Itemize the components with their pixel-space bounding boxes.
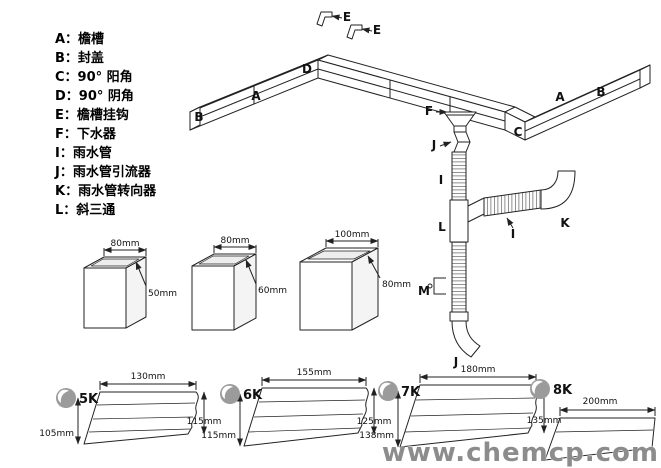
pipe-coupler: [449, 311, 469, 322]
part-label-e2: E: [373, 23, 381, 37]
legend-item-e: E：檐槽挂钩: [55, 108, 129, 123]
i-branch-leader-arrow: [506, 217, 514, 229]
downpipe-section-1: [451, 151, 467, 201]
part-label-a-left: A: [251, 89, 261, 103]
e1-leader-arrow: [331, 14, 343, 21]
branch-pipe: [483, 189, 542, 217]
brand-swoosh-icon: [56, 388, 76, 408]
dim-downspout2-width: 80mm: [221, 236, 250, 246]
part-label-j-top: J: [431, 138, 436, 152]
part-label-e1: E: [343, 10, 351, 24]
gutter-right-run: [317, 54, 516, 131]
gutter-far-right-run: [524, 64, 651, 141]
watermark: www.chemcp.com: [381, 438, 659, 468]
dim-6k-right: 125mm: [357, 417, 392, 427]
profile-name-8k: 8K: [553, 383, 573, 398]
part-label-i-branch: I: [511, 227, 515, 241]
dim-8k-top: 200mm: [583, 397, 618, 407]
legend-item-j: J：雨水管引流器: [55, 165, 151, 180]
part-label-i-pipe: I: [439, 173, 443, 187]
diverter-shoe-j: [451, 320, 481, 358]
profile-name-5k: 5K: [79, 392, 99, 407]
legend-item-f: F：下水器: [55, 127, 116, 142]
brand-swoosh-icon: [530, 379, 550, 399]
assembly-labels: E E D A B F C A B J I L I K M J: [194, 10, 605, 369]
legend-item-c: C：90° 阳角: [55, 70, 133, 85]
dim-5k-right: 115mm: [187, 417, 222, 427]
part-label-d: D: [302, 62, 312, 76]
legend-item-d: D：90° 阴角: [55, 89, 134, 104]
downpipe-section-2: [451, 241, 467, 313]
dim-downspout1-depth: 50mm: [148, 289, 177, 299]
j-top-leader-arrow: [439, 141, 452, 148]
part-label-l: L: [438, 220, 446, 234]
part-label-j-bottom: J: [453, 355, 458, 369]
gutter-assembly: [189, 11, 651, 358]
brand-swoosh-icon: [220, 384, 240, 404]
legend-item-l: L：斜三通: [55, 203, 116, 218]
profile-labels: 5K 6K 7K 8K 130mm 115mm 105mm 155mm 125m…: [39, 365, 617, 441]
dim-downspout2-depth: 60mm: [258, 286, 287, 296]
dim-downspout1-width: 80mm: [111, 239, 140, 249]
legend-item-b: B：封盖: [55, 51, 104, 66]
dim-7k-right: 135mm: [527, 416, 562, 426]
dim-5k-left: 105mm: [39, 429, 74, 439]
dim-6k-top: 155mm: [297, 368, 332, 378]
part-label-m: M: [418, 284, 430, 298]
angled-tee-l: [449, 197, 485, 243]
diverter-top-j: [453, 131, 471, 153]
profile-name-7k: 7K: [401, 385, 421, 400]
e2-leader-arrow: [361, 27, 373, 34]
elbow-k: [540, 170, 576, 210]
gutter-hook-icon: [316, 11, 363, 40]
profile-drawing-8k: [544, 407, 656, 461]
part-label-b-left: B: [194, 110, 203, 124]
downspout-drawing-2: [191, 244, 257, 331]
dim-6k-left: 115mm: [201, 431, 236, 441]
brand-swoosh-icon: [378, 381, 398, 401]
dim-5k-top: 130mm: [131, 372, 166, 382]
legend-item-a: A：檐槽: [55, 32, 105, 47]
part-label-b-right: B: [596, 85, 605, 99]
legend: A：檐槽 B：封盖 C：90° 阳角 D：90° 阴角 E：檐槽挂钩 F：下水器…: [55, 30, 215, 220]
downspout-drawing-1: [83, 247, 147, 329]
dim-downspout3-depth: 80mm: [382, 280, 411, 290]
profile-drawing-6k: [237, 377, 377, 447]
legend-item-i: I：雨水管: [55, 146, 112, 161]
downspout-dimensions: 80mm 50mm 80mm 60mm 100mm 80mm: [111, 230, 412, 299]
gutter-left-run: [189, 54, 329, 131]
part-label-a-right: A: [555, 90, 565, 104]
profile-name-6k: 6K: [243, 388, 263, 403]
legend-item-k: K：雨水管转向器: [55, 184, 157, 199]
part-label-k: K: [560, 216, 570, 230]
dim-downspout3-width: 100mm: [335, 230, 370, 240]
dim-7k-top: 180mm: [461, 365, 496, 375]
downspout-drawing-3: [299, 238, 381, 331]
end-cap-right: [639, 64, 651, 89]
profile-drawing-5k: [75, 381, 207, 445]
outlet-funnel-f: [443, 111, 477, 133]
pipe-bracket-m: [427, 277, 446, 295]
part-label-c: C: [514, 125, 523, 139]
dim-7k-left: 138mm: [359, 431, 394, 441]
end-cap-left: [189, 106, 201, 131]
part-label-f: F: [425, 104, 433, 118]
